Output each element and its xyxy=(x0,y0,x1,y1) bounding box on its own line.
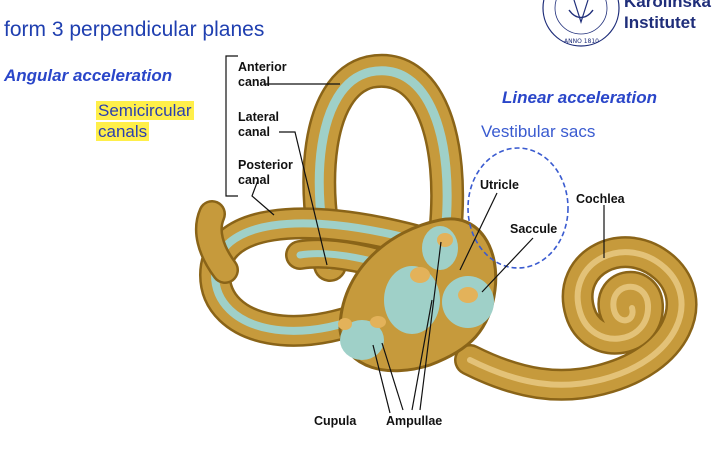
logo-line1: Karolinska xyxy=(624,0,711,11)
seal-text: ANNO 1810 xyxy=(564,38,599,45)
slide-title: form 3 perpendicular planes xyxy=(4,18,265,41)
lateral-line1: Lateral xyxy=(238,110,279,124)
posterior-line1: Posterior xyxy=(238,158,293,172)
cochlea-label: Cochlea xyxy=(576,192,625,206)
cupula-label: Cupula xyxy=(314,414,357,428)
anterior-canal xyxy=(302,53,465,282)
posterior-canal-label: Posterior canal xyxy=(238,158,293,188)
vestibular-sacs-label: Vestibular sacs xyxy=(481,122,596,141)
canal-tail-inner xyxy=(197,202,237,282)
posterior-line2: canal xyxy=(238,173,270,187)
anterior-line2: canal xyxy=(238,75,270,89)
seal-icon: ANNO 1810 xyxy=(542,0,620,47)
canal-bracket xyxy=(225,55,238,197)
logo-line2: Institutet xyxy=(624,13,696,32)
ampullae-label: Ampullae xyxy=(386,414,443,428)
angular-acceleration-label: Angular acceleration xyxy=(4,66,173,85)
saccule-label: Saccule xyxy=(510,222,558,236)
utricle-label: Utricle xyxy=(480,178,519,192)
semicircular-line1: Semicircular xyxy=(96,101,194,120)
semicircular-line2: canals xyxy=(96,122,150,141)
leader-lines xyxy=(251,83,605,414)
semicircular-canals-label: Semicircular canals xyxy=(96,100,194,142)
anterior-line1: Anterior xyxy=(238,60,287,74)
vestibule xyxy=(338,217,498,373)
linear-acceleration-label: Linear acceleration xyxy=(502,88,657,107)
logo-text: Karolinska Institutet xyxy=(624,0,711,33)
vestibular-sacs-outline xyxy=(467,147,569,269)
karolinska-logo: ANNO 1810 Karolinska Institutet xyxy=(536,0,718,50)
lateral-canal-label: Lateral canal xyxy=(238,110,279,140)
anterior-canal-label: Anterior canal xyxy=(238,60,287,90)
lateral-line2: canal xyxy=(238,125,270,139)
cochlea xyxy=(454,236,698,401)
